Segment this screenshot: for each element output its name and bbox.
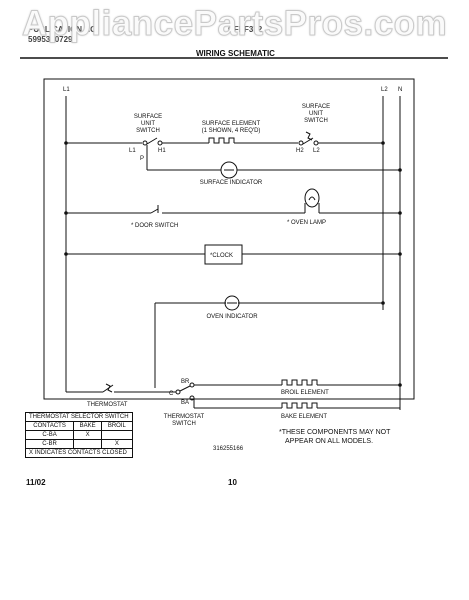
door-switch-blade: [150, 208, 159, 214]
selector-cell: [73, 439, 103, 449]
door-switch-label: * DOOR SWITCH: [131, 223, 178, 229]
oven-indicator-label: OVEN INDICATOR: [206, 314, 258, 320]
thermostat-bimetal-symbol: [105, 383, 113, 393]
thermostat-selector-table: THERMOSTAT SELECTOR SWITCH CONTACTS BAKE…: [24, 412, 133, 458]
contact-c: [175, 389, 181, 395]
selector-cell: X: [101, 439, 133, 449]
switch-contact-h2: [298, 140, 304, 146]
clock-label: *CLOCK: [210, 253, 233, 259]
models-note-line2: APPEAR ON ALL MODELS.: [285, 438, 374, 445]
thermostat-switch-label-line1: THERMOSTAT: [164, 414, 205, 420]
label-n: N: [398, 87, 402, 93]
footer-date: 11/02: [26, 478, 46, 487]
switch-label-h2: H2: [296, 148, 304, 154]
page-title: WIRING SCHEMATIC: [196, 49, 275, 58]
junction-dot: [398, 168, 402, 172]
thermostat-blade: [102, 384, 114, 393]
switch-contact-l1: [142, 140, 148, 146]
broil-element-label: BROIL ELEMENT: [281, 390, 329, 396]
selector-blade: [179, 385, 191, 392]
switch-label-p: P: [140, 156, 144, 162]
publication-number: 5995300729: [28, 35, 73, 44]
surface-switch-left-line3: SWITCH: [136, 128, 160, 134]
selector-cell: C-BR: [24, 439, 75, 449]
oven-lamp-label: * OVEN LAMP: [287, 220, 326, 226]
surface-element-coil: [208, 137, 235, 144]
surface-switch-right-line3: SWITCH: [304, 118, 328, 124]
selector-header-contacts: CONTACTS: [24, 421, 75, 431]
switch-label-h1: H1: [158, 148, 166, 154]
junction-dot: [64, 211, 68, 215]
junction-dot: [398, 383, 402, 387]
label-l1: L1: [63, 87, 70, 93]
broil-element-coil: [281, 379, 318, 386]
surface-element-label-line1: SURFACE ELEMENT: [202, 121, 261, 127]
surface-switch-right-line1: SURFACE: [302, 104, 330, 110]
publication-label: PUBLICATION NO.: [28, 25, 99, 34]
surface-switch-left-line1: SURFACE: [134, 114, 162, 120]
label-l2: L2: [381, 87, 388, 93]
switch-label-l2: L2: [313, 148, 320, 154]
footer-page-number: 10: [228, 478, 237, 487]
junction-dot: [381, 301, 385, 305]
switch-bimetal-symbol: [305, 131, 313, 141]
surface-indicator-label: SURFACE INDICATOR: [200, 180, 263, 186]
selector-cell: C-BA: [24, 430, 75, 440]
schematic-border: [43, 78, 415, 400]
junction-dot: [398, 252, 402, 256]
bake-element-coil: [281, 402, 318, 409]
contact-ba-label: BA: [181, 400, 189, 406]
selector-header-bake: BAKE: [73, 421, 103, 431]
thermostat-switch-label-line2: SWITCH: [172, 421, 196, 427]
contact-br: [189, 382, 195, 388]
junction-dot: [64, 252, 68, 256]
switch-label-l1: L1: [129, 148, 136, 154]
model-number: CFEF372: [228, 25, 263, 34]
junction-dot: [64, 141, 68, 145]
junction-dot: [398, 211, 402, 215]
selector-header-broil: BROIL: [101, 421, 133, 431]
switch-blade-left: [146, 137, 158, 145]
part-number: 316255166: [213, 446, 244, 452]
switch-blade-right: [302, 137, 314, 145]
contact-c-label: C: [169, 391, 174, 397]
selector-table-footnote: X INDICATES CONTACTS CLOSED: [25, 448, 133, 458]
bulb-filament: [308, 196, 316, 201]
switch-contact-l2: [313, 140, 319, 146]
models-note-line1: *THESE COMPONENTS MAY NOT: [279, 429, 391, 436]
switch-contact-h1: [157, 140, 163, 146]
oven-lamp-bulb: [304, 188, 320, 208]
models-note: *THESE COMPONENTS MAY NOT APPEAR ON ALL …: [279, 428, 390, 446]
selector-cell: [101, 430, 133, 440]
surface-element-label-line2: (1 SHOWN, 4 REQ'D): [202, 128, 261, 134]
selector-cell: X: [73, 430, 103, 440]
contact-br-label: BR: [181, 379, 190, 385]
selector-table-title: THERMOSTAT SELECTOR SWITCH: [25, 412, 133, 422]
junction-dot: [381, 141, 385, 145]
surface-switch-right-line2: UNIT: [309, 111, 323, 117]
thermostat-label: THERMOSTAT: [87, 402, 128, 408]
bake-element-label: BAKE ELEMENT: [281, 414, 327, 420]
surface-switch-left-line2: UNIT: [141, 121, 155, 127]
